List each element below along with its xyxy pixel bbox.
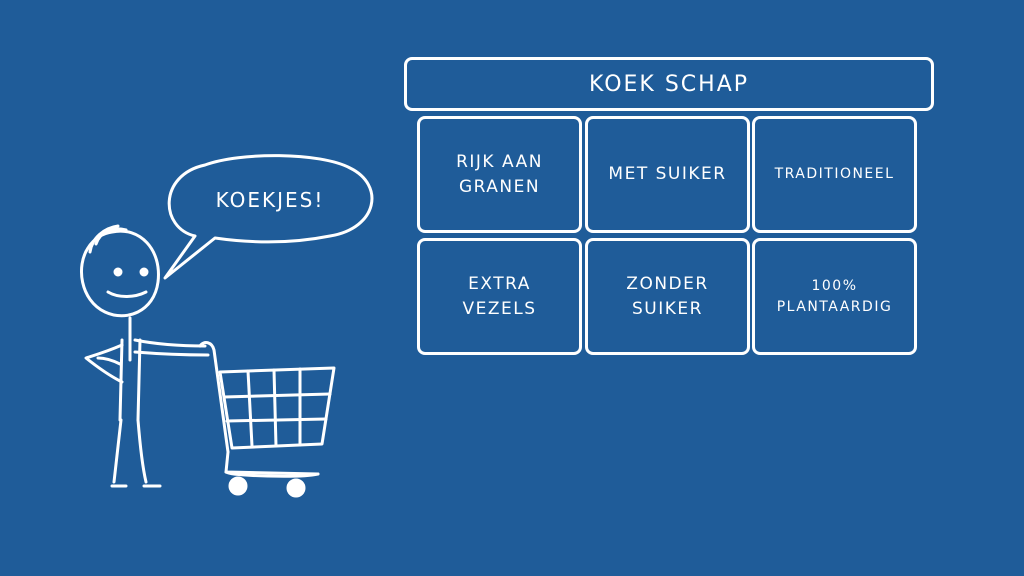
shelf-cell-extra-vezels: EXTRA VEZELS <box>417 238 582 355</box>
shelf-cell-met-suiker: MET SUIKER <box>585 116 750 233</box>
stick-figure-icon <box>80 224 210 488</box>
speech-text: KOEKJES! <box>215 188 325 212</box>
shelf-cell-rijk-aan-granen: RIJK AAN GRANEN <box>417 116 582 233</box>
shelf-cell-plantaardig: 100% PLANTAARDIG <box>752 238 917 355</box>
speech-bubble-icon <box>163 154 374 280</box>
shopping-cart-icon <box>198 341 336 498</box>
shelf-cell-traditioneel: TRADITIONEEL <box>752 116 917 233</box>
shelf-cell-zonder-suiker: ZONDER SUIKER <box>585 238 750 355</box>
shelf-title: KOEK SCHAP <box>404 57 934 111</box>
